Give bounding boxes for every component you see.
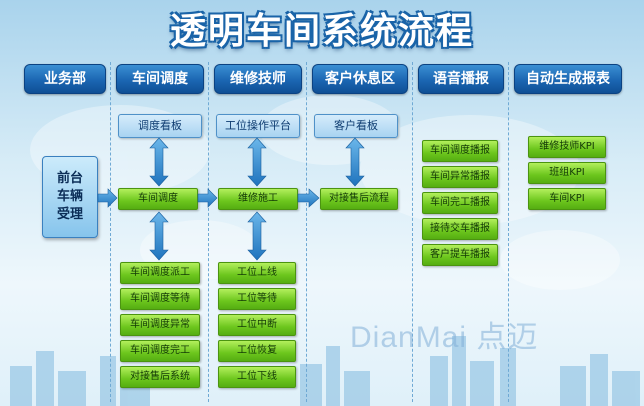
header-dispatch: 车间调度 — [116, 64, 204, 94]
double-arrow-icon — [247, 137, 267, 187]
customer-board: 客户看板 — [314, 114, 398, 138]
dispatch-item: 车间调度等待 — [120, 288, 200, 310]
column-divider — [306, 62, 307, 402]
watermark-text: DianMai 点迈 — [350, 321, 539, 354]
column-divider — [508, 62, 509, 402]
voice-item: 客户提车播报 — [422, 244, 498, 266]
front-desk-line: 车辆 — [56, 189, 83, 204]
dispatch-board: 调度看板 — [118, 114, 202, 138]
dispatch-item: 车间调度完工 — [120, 340, 200, 362]
station-platform: 工位操作平台 — [216, 114, 300, 138]
double-arrow-icon — [149, 211, 169, 261]
column-divider — [110, 62, 111, 402]
column-divider — [208, 62, 209, 402]
station-item: 工位下线 — [218, 366, 296, 388]
station-item: 工位上线 — [218, 262, 296, 284]
double-arrow-icon — [149, 137, 169, 187]
header-technician: 维修技师 — [214, 64, 302, 94]
voice-item: 车间完工播报 — [422, 192, 498, 214]
flow-aftersales: 对接售后流程 — [320, 188, 398, 210]
dispatch-item: 对接售后系统 — [120, 366, 200, 388]
right-arrow-icon — [97, 188, 118, 208]
right-arrow-icon — [197, 188, 218, 208]
station-item: 工位中断 — [218, 314, 296, 336]
front-desk-box: 前台 车辆 受理 — [42, 156, 98, 238]
station-item: 工位等待 — [218, 288, 296, 310]
column-divider — [412, 62, 413, 402]
dispatch-item: 车间调度派工 — [120, 262, 200, 284]
dispatch-item: 车间调度异常 — [120, 314, 200, 336]
city-skyline — [10, 336, 640, 406]
double-arrow-icon — [345, 137, 365, 187]
header-business: 业务部 — [24, 64, 106, 94]
header-customer-lounge: 客户休息区 — [312, 64, 408, 94]
station-item: 工位恢复 — [218, 340, 296, 362]
right-arrow-icon — [297, 188, 320, 208]
flow-repair: 维修施工 — [218, 188, 298, 210]
header-reports: 自动生成报表 — [514, 64, 622, 94]
header-voice: 语音播报 — [418, 64, 504, 94]
voice-item: 接待交车播报 — [422, 218, 498, 240]
flow-dispatch: 车间调度 — [118, 188, 198, 210]
voice-item: 车间调度播报 — [422, 140, 498, 162]
report-item: 车间KPI — [528, 188, 606, 210]
front-desk-line: 前台 — [56, 171, 83, 186]
report-item: 维修技师KPI — [528, 136, 606, 158]
report-item: 班组KPI — [528, 162, 606, 184]
double-arrow-icon — [247, 211, 267, 261]
front-desk-line: 受理 — [56, 207, 83, 222]
voice-item: 车间异常播报 — [422, 166, 498, 188]
diagram-title: 透明车间系统流程 — [169, 11, 474, 52]
